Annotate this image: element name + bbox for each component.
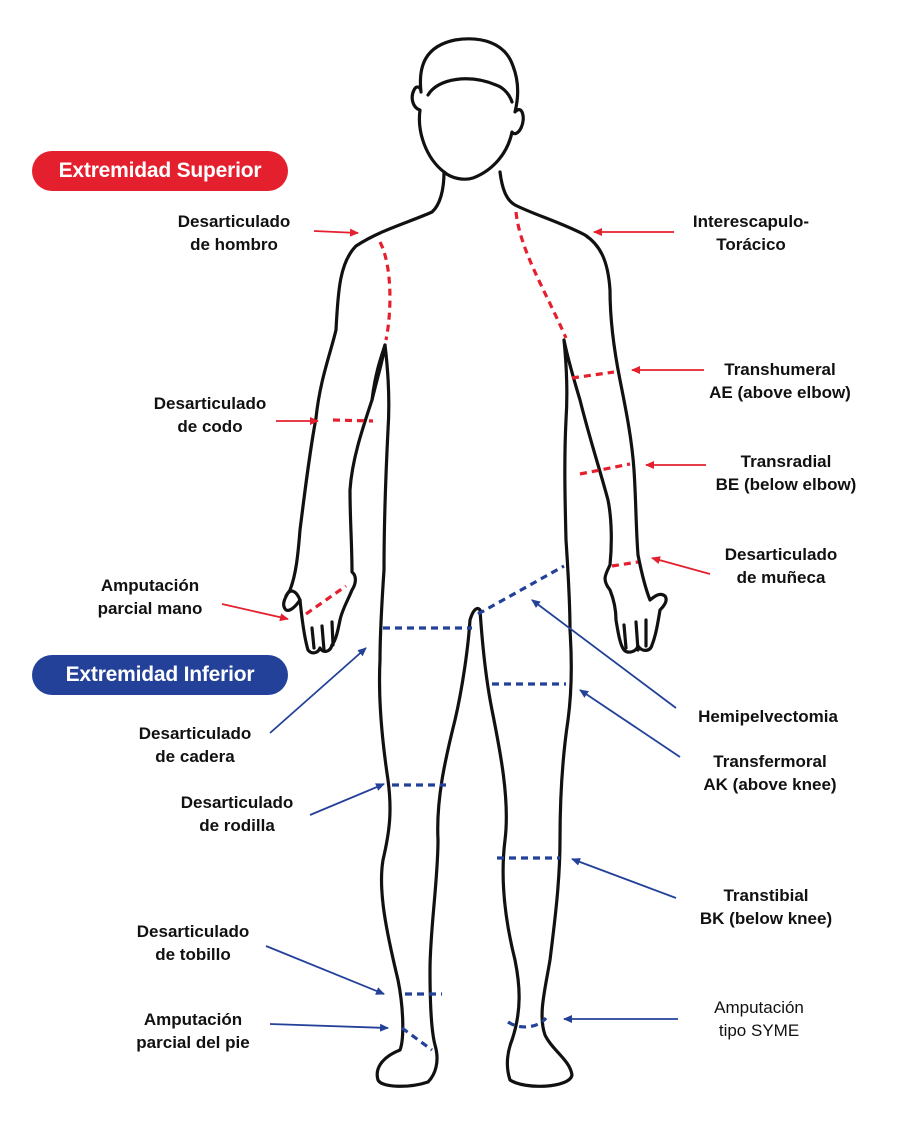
label-elbow-line1: Desarticulado bbox=[153, 394, 267, 413]
label-hemipelvectomy-line1: Hemipelvectomia bbox=[698, 707, 838, 726]
label-syme: Amputación tipo SYME bbox=[684, 996, 834, 1042]
upper-section-pill: Extremidad Superior bbox=[32, 151, 288, 191]
cut-transradial bbox=[579, 462, 631, 476]
right-fingers bbox=[622, 618, 648, 652]
cut-elbow bbox=[332, 418, 374, 423]
label-wrist: Desarticulado de muñeca bbox=[706, 543, 856, 589]
cut-shoulder bbox=[378, 241, 392, 341]
lower-cut-lines bbox=[383, 564, 566, 1052]
cut-wrist bbox=[611, 560, 639, 568]
cut-syme bbox=[507, 1016, 548, 1029]
cut-foot-partial bbox=[401, 1026, 433, 1052]
upper-section-label: Extremidad Superior bbox=[58, 159, 262, 182]
label-transtibial-line2: BK (below knee) bbox=[699, 909, 833, 928]
label-transfemoral-line1: Transfermoral bbox=[713, 752, 827, 771]
label-foot-partial: Amputación parcial del pie bbox=[118, 1008, 268, 1054]
arrow-foot-partial bbox=[269, 1023, 389, 1032]
label-knee-line2: de rodilla bbox=[199, 816, 275, 835]
cut-hand-partial bbox=[305, 584, 347, 616]
label-wrist-line1: Desarticulado bbox=[724, 545, 838, 564]
left-inner-arm bbox=[370, 343, 387, 402]
label-transradial: Transradial BE (below elbow) bbox=[696, 450, 876, 496]
label-transtibial: Transtibial BK (below knee) bbox=[676, 884, 856, 930]
label-shoulder-line1: Desarticulado bbox=[177, 212, 291, 231]
label-syme-line2: tipo SYME bbox=[718, 1021, 800, 1040]
arrow-transfemoral bbox=[579, 689, 681, 758]
arrow-hemipelvectomy bbox=[531, 599, 677, 709]
label-foot-partial-line1: Amputación bbox=[143, 1010, 243, 1029]
label-transradial-line2: BE (below elbow) bbox=[715, 475, 857, 494]
label-transtibial-line1: Transtibial bbox=[723, 886, 809, 905]
label-ankle: Desarticulado de tobillo bbox=[118, 920, 268, 966]
label-hand-partial-line1: Amputación bbox=[100, 576, 200, 595]
label-wrist-line2: de muñeca bbox=[736, 568, 826, 587]
lower-section-label: Extremidad Inferior bbox=[65, 663, 255, 686]
label-transfemoral-line2: AK (above knee) bbox=[703, 775, 837, 794]
label-elbow: Desarticulado de codo bbox=[140, 392, 280, 438]
label-knee: Desarticulado de rodilla bbox=[162, 791, 312, 837]
label-interscap-line2: Torácico bbox=[716, 235, 786, 254]
label-transfemoral: Transfermoral AK (above knee) bbox=[680, 750, 860, 796]
label-shoulder-line2: de hombro bbox=[190, 235, 278, 254]
label-hand-partial-line2: parcial mano bbox=[97, 599, 203, 618]
body-outline bbox=[282, 37, 668, 1088]
arrow-wrist bbox=[651, 556, 711, 575]
label-transhumeral-line2: AE (above elbow) bbox=[709, 383, 851, 402]
cut-interscap bbox=[514, 211, 568, 339]
label-hip: Desarticulado de cadera bbox=[120, 722, 270, 768]
lower-arrows bbox=[265, 599, 681, 1032]
label-interscap-line1: Interescapulo- bbox=[692, 212, 810, 231]
label-transhumeral: Transhumeral AE (above elbow) bbox=[690, 358, 870, 404]
upper-arrows bbox=[221, 228, 711, 622]
label-ankle-line2: de tobillo bbox=[155, 945, 231, 964]
label-hand-partial: Amputación parcial mano bbox=[80, 574, 220, 620]
torso-and-limbs-outline bbox=[282, 170, 668, 1088]
label-hemipelvectomy: Hemipelvectomia bbox=[678, 705, 858, 728]
label-syme-line1: Amputación bbox=[714, 998, 804, 1017]
left-fingers bbox=[310, 620, 335, 652]
head-outline bbox=[410, 37, 525, 181]
label-transhumeral-line1: Transhumeral bbox=[724, 360, 836, 379]
label-hip-line2: de cadera bbox=[155, 747, 235, 766]
label-interscap: Interescapulo- Torácico bbox=[676, 210, 826, 256]
label-elbow-line2: de codo bbox=[177, 417, 243, 436]
label-shoulder: Desarticulado de hombro bbox=[164, 210, 304, 256]
left-thumb bbox=[284, 589, 302, 602]
label-ankle-line1: Desarticulado bbox=[136, 922, 250, 941]
hair-line bbox=[426, 77, 514, 104]
cut-transhumeral bbox=[571, 370, 615, 380]
label-foot-partial-line2: parcial del pie bbox=[136, 1033, 250, 1052]
arrow-shoulder bbox=[313, 228, 359, 237]
arrow-transtibial bbox=[571, 858, 677, 899]
label-hip-line1: Desarticulado bbox=[138, 724, 252, 743]
arrow-knee bbox=[309, 783, 385, 816]
arrow-ankle bbox=[265, 945, 385, 995]
label-transradial-line1: Transradial bbox=[740, 452, 832, 471]
arrow-hip bbox=[269, 647, 367, 734]
label-knee-line1: Desarticulado bbox=[180, 793, 294, 812]
cut-hemipelvectomy bbox=[477, 564, 565, 616]
lower-section-pill: Extremidad Inferior bbox=[32, 655, 288, 695]
upper-cut-lines bbox=[305, 211, 639, 616]
arrow-hand-partial bbox=[221, 603, 289, 622]
